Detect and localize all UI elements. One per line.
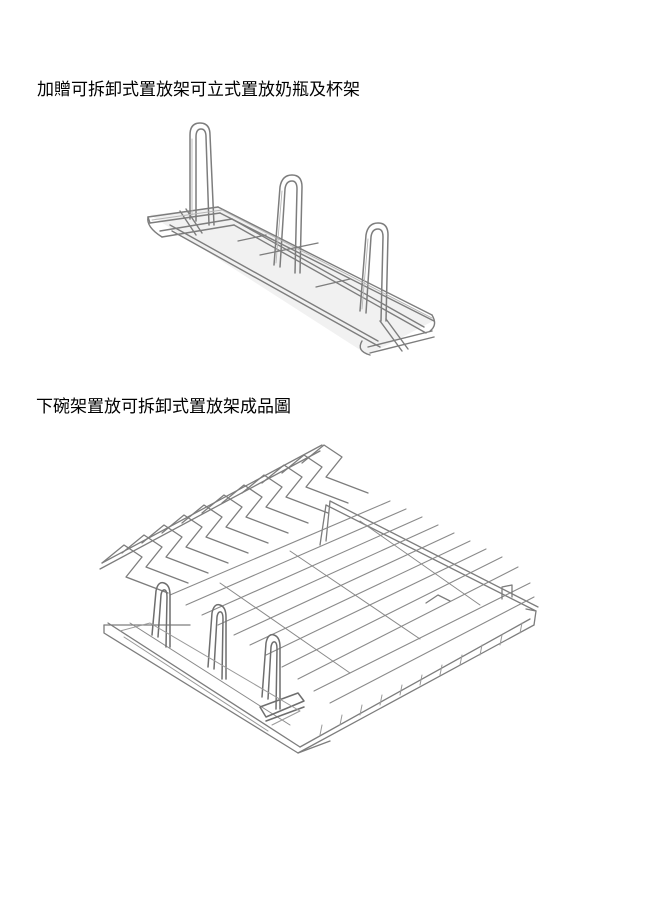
caption-bottle-rack: 加贈可拆卸式置放架可立式置放奶瓶及杯架 — [37, 80, 360, 100]
grid-rods — [169, 500, 535, 704]
side-hook — [425, 584, 513, 604]
dish-plate-wires — [99, 444, 369, 594]
inner-tray — [119, 622, 301, 732]
removable-stand-posts — [151, 581, 305, 722]
bottle-rack-drawing — [147, 122, 436, 356]
dish-rack-drawing — [99, 444, 539, 754]
cross-bars — [237, 234, 351, 288]
bottle-rack-illustration — [140, 115, 440, 370]
caption-dish-rack: 下碗架置放可拆卸式置放架成品圖 — [36, 397, 291, 417]
cross-rods — [129, 520, 481, 726]
outer-frame — [103, 500, 539, 754]
front-rail-ticks — [319, 622, 523, 736]
dish-rack-illustration — [90, 435, 550, 760]
base-shadow — [150, 207, 435, 355]
bottle-posts — [189, 122, 389, 322]
base-rails — [147, 206, 436, 356]
